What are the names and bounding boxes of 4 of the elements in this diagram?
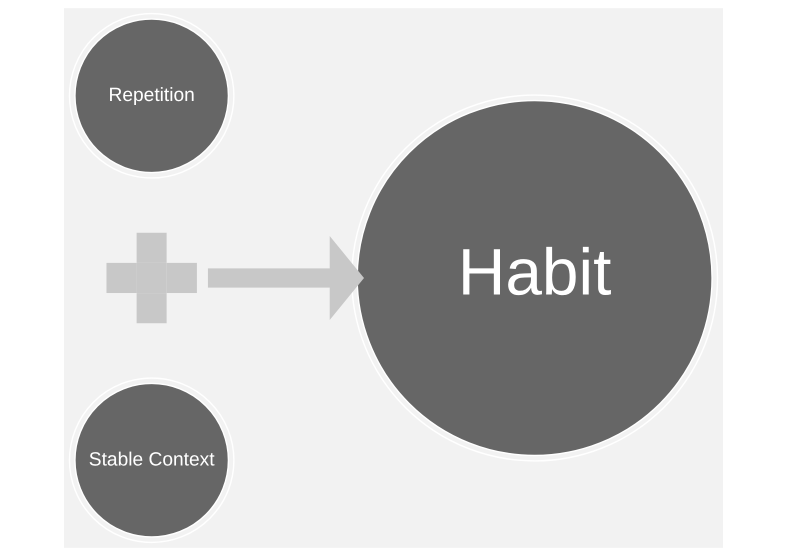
node-circle: Habit (351, 94, 718, 462)
arrow (208, 236, 364, 320)
node-circle: Stable Context (68, 377, 235, 544)
node-circle: Repetition (68, 12, 235, 179)
